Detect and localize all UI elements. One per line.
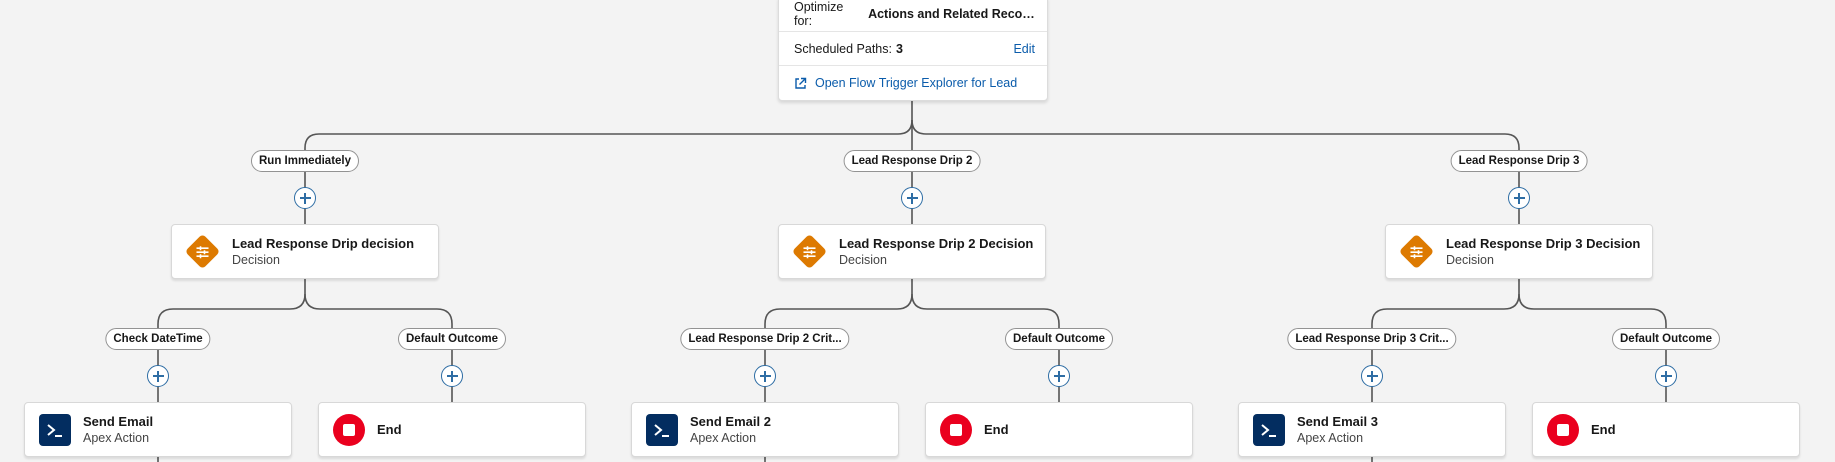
path-label-drip-2[interactable]: Lead Response Drip 2 [843, 150, 981, 172]
open-flow-trigger-explorer-link[interactable]: Open Flow Trigger Explorer for Lead [794, 76, 1017, 90]
add-element-button[interactable] [901, 187, 923, 209]
apex-action-icon [39, 413, 71, 446]
action-title: Send Email [83, 414, 154, 429]
start-element-panel: Optimize for: Actions and Related Recor.… [778, 0, 1048, 101]
end-icon [940, 413, 972, 446]
optimize-label: Optimize for: [794, 0, 844, 28]
explorer-link-label: Open Flow Trigger Explorer for Lead [815, 76, 1018, 90]
end-element[interactable]: End [318, 402, 586, 457]
decision-icon [1398, 233, 1435, 270]
decision-element[interactable]: Lead Response Drip 3 Decision Decision [1385, 224, 1653, 279]
apex-action-icon [1253, 413, 1285, 446]
outcome-label[interactable]: Default Outcome [397, 328, 507, 350]
add-element-button[interactable] [1655, 365, 1677, 387]
apex-action-element[interactable]: Send Email Apex Action [24, 402, 292, 457]
decision-icon [184, 233, 221, 270]
end-title: End [377, 422, 402, 437]
outcome-label[interactable]: Lead Response Drip 2 Crit... [680, 328, 850, 350]
edit-scheduled-paths-link[interactable]: Edit [1013, 42, 1035, 56]
action-title: Send Email 2 [690, 414, 771, 429]
decision-title: Lead Response Drip 3 Decision [1446, 236, 1641, 251]
end-title: End [984, 422, 1009, 437]
path-label-run-immediately[interactable]: Run Immediately [250, 150, 360, 172]
end-element[interactable]: End [1532, 402, 1800, 457]
outcome-label[interactable]: Lead Response Drip 3 Crit... [1287, 328, 1457, 350]
end-icon [1547, 413, 1579, 446]
end-icon [333, 413, 365, 446]
decision-title: Lead Response Drip 2 Decision [839, 236, 1034, 251]
decision-type: Decision [1446, 253, 1494, 267]
add-element-button[interactable] [1361, 365, 1383, 387]
apex-action-element[interactable]: Send Email 2 Apex Action [631, 402, 899, 457]
decision-type: Decision [839, 253, 887, 267]
apex-action-icon [646, 413, 678, 446]
decision-element[interactable]: Lead Response Drip decision Decision [171, 224, 439, 279]
add-element-button[interactable] [441, 365, 463, 387]
decision-element[interactable]: Lead Response Drip 2 Decision Decision [778, 224, 1046, 279]
add-element-button[interactable] [1048, 365, 1070, 387]
outcome-label[interactable]: Default Outcome [1611, 328, 1721, 350]
add-element-button[interactable] [147, 365, 169, 387]
scheduled-paths-row: Scheduled Paths: 3 Edit [779, 31, 1047, 66]
explorer-row: Open Flow Trigger Explorer for Lead [779, 65, 1047, 100]
decision-type: Decision [232, 253, 280, 267]
end-title: End [1591, 422, 1616, 437]
external-link-icon [795, 77, 807, 89]
decision-icon [791, 233, 828, 270]
action-type: Apex Action [83, 431, 150, 445]
scheduled-paths-count: 3 [896, 42, 903, 56]
add-element-button[interactable] [294, 187, 316, 209]
scheduled-paths-label: Scheduled Paths: [794, 42, 892, 56]
end-element[interactable]: End [925, 402, 1193, 457]
apex-action-element[interactable]: Send Email 3 Apex Action [1238, 402, 1506, 457]
optimize-value: Actions and Related Recor... [868, 7, 1035, 21]
path-label-drip-3[interactable]: Lead Response Drip 3 [1450, 150, 1588, 172]
outcome-label[interactable]: Check DateTime [105, 328, 211, 350]
optimize-row: Optimize for: Actions and Related Recor.… [794, 0, 1035, 31]
action-title: Send Email 3 [1297, 414, 1378, 429]
outcome-label[interactable]: Default Outcome [1004, 328, 1114, 350]
action-type: Apex Action [1297, 431, 1364, 445]
decision-title: Lead Response Drip decision [232, 236, 415, 251]
add-element-button[interactable] [754, 365, 776, 387]
add-element-button[interactable] [1508, 187, 1530, 209]
action-type: Apex Action [690, 431, 757, 445]
